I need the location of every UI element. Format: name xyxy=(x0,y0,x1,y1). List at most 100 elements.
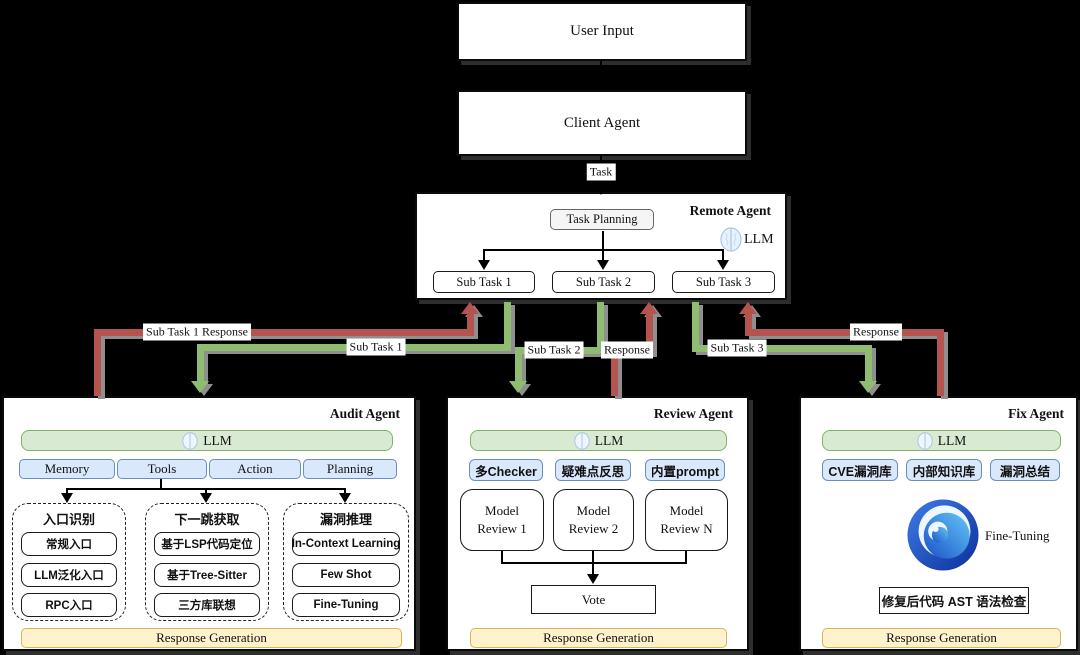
arrowhead-down-icon xyxy=(61,493,73,503)
module-action: Action xyxy=(209,459,301,479)
chip-reflection: 疑难点反思 xyxy=(555,459,631,481)
branch-line xyxy=(602,249,604,262)
chip-cve-db: CVE漏洞库 xyxy=(822,459,898,481)
audit-response-generation-bar: Response Generation xyxy=(21,628,402,648)
branch-line xyxy=(602,231,604,250)
converge-line xyxy=(592,562,594,575)
brain-icon xyxy=(574,431,590,450)
fix-llm-bar: LLM xyxy=(822,430,1061,451)
arrowhead-down-icon xyxy=(509,381,527,393)
remote-llm: LLM xyxy=(720,227,774,252)
review-llm-label: LLM xyxy=(594,432,624,448)
group-item: Fine-Tuning xyxy=(292,593,400,617)
chip-internal-kb: 内部知识库 xyxy=(906,459,982,481)
group-title: 漏洞推理 xyxy=(319,512,372,527)
edge-user-to-client xyxy=(600,61,602,85)
edge-label-sub-task-2: Sub Task 2 xyxy=(524,341,584,359)
sub-task-1-box: Sub Task 1 xyxy=(433,271,535,293)
audit-agent-title: Audit Agent xyxy=(329,406,400,421)
chip-multi-checker: 多Checker xyxy=(469,459,543,481)
remote-agent-box: Remote Agent Task Planning LLM Sub Task … xyxy=(415,192,787,300)
user-input-box: User Input xyxy=(457,2,747,61)
fix-agent-box: Fix Agent LLM CVE漏洞库 内部知识库 漏洞总结 xyxy=(799,396,1078,651)
brain-icon xyxy=(182,431,198,450)
edge-label-fix-response: Response xyxy=(850,323,902,341)
model-review-1-box: Model Review 1 xyxy=(460,489,544,551)
task-edge-label: Task xyxy=(586,163,616,181)
arrowhead-down-icon xyxy=(200,493,212,503)
group-item: 基于Tree-Sitter xyxy=(154,563,260,587)
task-planning-label: Task Planning xyxy=(566,212,638,226)
group-next-hop: 下一跳获取 基于LSP代码定位 基于Tree-Sitter 三方库联想 xyxy=(145,503,269,621)
edge-label-sub-task-1-response: Sub Task 1 Response xyxy=(143,323,251,341)
converge-line xyxy=(685,551,687,564)
group-item: Few Shot xyxy=(292,563,400,587)
arrowhead-up-icon xyxy=(461,302,479,314)
group-item: 基于LSP代码定位 xyxy=(154,532,260,556)
client-agent-box: Client Agent xyxy=(457,90,747,156)
arrowhead-down-icon xyxy=(717,260,729,270)
user-input-label: User Input xyxy=(570,23,634,39)
vote-box: Vote xyxy=(531,585,656,614)
group-title: 入口识别 xyxy=(42,512,95,527)
edge-label-sub-task-3: Sub Task 3 xyxy=(707,339,767,357)
converge-line xyxy=(501,551,503,564)
fix-agent-title: Fix Agent xyxy=(1008,406,1064,421)
review-agent-box: Review Agent LLM 多Checker 疑难点反思 内置prompt… xyxy=(446,396,749,651)
brain-icon xyxy=(720,227,742,252)
group-vuln-reasoning: 漏洞推理 In-Context Learning Few Shot Fine-T… xyxy=(283,503,409,621)
remote-llm-label: LLM xyxy=(744,231,774,247)
group-item: 三方库联想 xyxy=(154,593,260,617)
branch-line xyxy=(722,249,724,262)
group-title: 下一跳获取 xyxy=(174,512,240,527)
arrowhead-down-icon xyxy=(339,493,351,503)
converge-line xyxy=(592,551,594,564)
branch-line xyxy=(160,479,162,489)
sub-task-3-box: Sub Task 3 xyxy=(672,271,775,293)
branch-line xyxy=(66,488,68,495)
edge-label-sub-task-1: Sub Task 1 xyxy=(346,338,406,356)
arrowhead-up-icon xyxy=(640,302,658,314)
group-item: 常规入口 xyxy=(21,532,117,556)
group-item: LLM泛化入口 xyxy=(21,563,117,587)
review-response-generation-bar: Response Generation xyxy=(470,628,727,648)
fine-tuning-label: Fine-Tuning xyxy=(985,528,1050,543)
chip-vuln-summary: 漏洞总结 xyxy=(990,459,1060,481)
branch-line xyxy=(344,488,346,495)
converge-line xyxy=(501,562,687,564)
module-tools: Tools xyxy=(117,459,207,479)
ast-check-box: 修复后代码 AST 语法检查 xyxy=(879,587,1029,614)
client-agent-label: Client Agent xyxy=(563,114,641,131)
task-planning-box: Task Planning xyxy=(550,209,654,230)
brain-icon xyxy=(917,431,933,450)
arrowhead-down-icon xyxy=(859,381,877,393)
module-memory: Memory xyxy=(19,459,115,479)
arrowhead-down-icon xyxy=(191,381,209,393)
fix-response-generation-bar: Response Generation xyxy=(822,628,1061,648)
sub-task-2-label: Sub Task 2 xyxy=(575,274,632,289)
arrowhead-down-icon xyxy=(595,185,607,195)
fine-tuning-logo xyxy=(907,499,979,571)
fix-llm-label: LLM xyxy=(937,432,967,448)
arrowhead-down-icon xyxy=(587,574,599,584)
sub-task-2-box: Sub Task 2 xyxy=(552,271,655,293)
branch-line xyxy=(483,249,485,262)
arrowhead-up-icon xyxy=(739,302,757,314)
remote-agent-title: Remote Agent xyxy=(689,203,771,218)
arrowhead-down-icon xyxy=(595,81,607,91)
audit-llm-bar: LLM xyxy=(21,430,393,451)
model-review-n-box: Model Review N xyxy=(645,489,728,551)
model-review-2-box: Model Review 2 xyxy=(553,489,634,551)
arrowhead-down-icon xyxy=(597,260,609,270)
review-agent-title: Review Agent xyxy=(653,406,733,421)
branch-line xyxy=(205,488,207,495)
audit-agent-box: Audit Agent LLM Memory Tools Action Plan… xyxy=(2,396,416,651)
edge-label-review-response: Response xyxy=(601,341,653,359)
group-item: RPC入口 xyxy=(21,593,117,617)
review-llm-bar: LLM xyxy=(470,430,727,451)
sub-task-3-label: Sub Task 3 xyxy=(695,274,752,289)
group-item: In-Context Learning xyxy=(292,532,400,556)
chip-builtin-prompt: 内置prompt xyxy=(645,459,725,481)
module-planning: Planning xyxy=(303,459,397,479)
